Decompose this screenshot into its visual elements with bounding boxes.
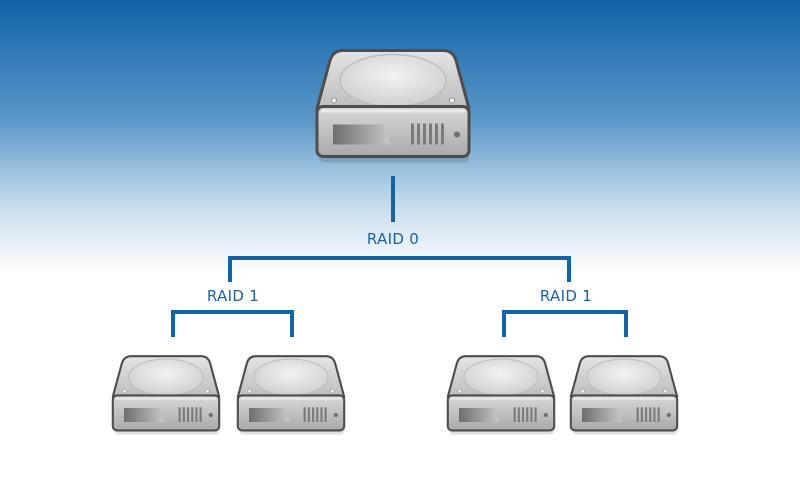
hard-drive-icon — [315, 48, 471, 165]
raid1-right-label: RAID 1 — [539, 287, 593, 305]
hard-drive-icon — [569, 355, 679, 436]
raid1-right-bracket — [502, 310, 628, 337]
hard-drive-icon — [446, 355, 556, 436]
hard-drive-icon — [236, 355, 346, 436]
raid0-bracket — [228, 256, 571, 282]
raid1-left-label: RAID 1 — [206, 287, 260, 305]
raid1-left-bracket — [171, 310, 294, 337]
raid0-label: RAID 0 — [366, 230, 420, 248]
hard-drive-icon — [111, 355, 221, 436]
connector-lines — [171, 176, 628, 337]
